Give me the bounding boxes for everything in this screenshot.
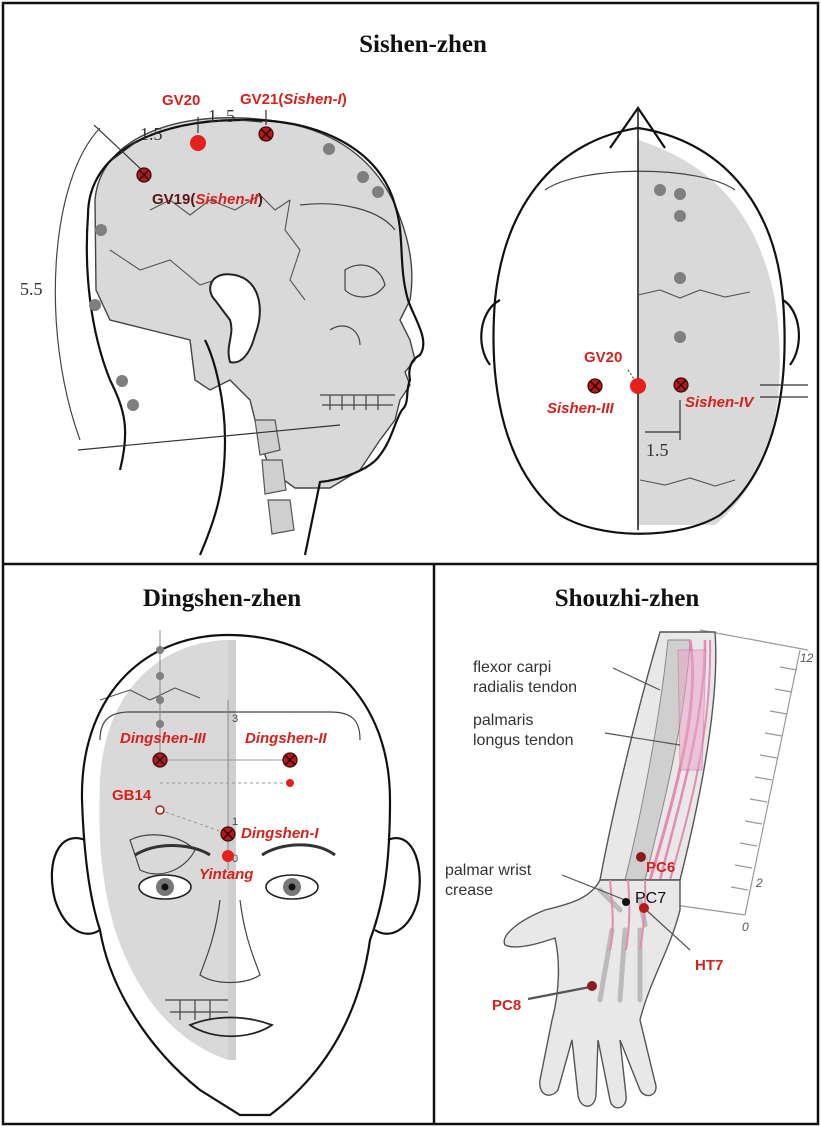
face-gray-dot: [156, 696, 164, 704]
dingshen-iii-point: [153, 753, 167, 767]
sishen-title: Sishen-zhen: [359, 31, 487, 58]
face-right-pupil: [289, 884, 296, 891]
ruler-12: 12: [800, 651, 814, 665]
gv21-point: [259, 127, 273, 141]
annot-pl-line1: palmaris: [473, 712, 533, 729]
label-dingshen-iii: Dingshen-III: [120, 730, 207, 747]
measure-5-5: 5.5: [20, 279, 43, 299]
face-right-ear: [375, 838, 420, 934]
measure-1-5-left: 1.5: [140, 124, 163, 144]
face-left-ear: [52, 838, 100, 934]
label-gb14: GB14: [112, 787, 152, 804]
label-gv20-side: GV20: [162, 92, 200, 109]
dingshen-i-point: [221, 827, 235, 841]
panel-dingshen: Dingshen-zhen 3 1 0: [52, 585, 420, 1115]
pc6-point: [636, 852, 646, 862]
top-gray-dot: [674, 331, 686, 343]
face-gray-dot: [156, 646, 164, 654]
annot-pwc-line1: palmar wrist: [445, 862, 532, 879]
annot-fcr-line2: radialis tendon: [473, 679, 577, 696]
top-gray-dot: [674, 272, 686, 284]
label-sishen-iv: Sishen-IV: [685, 394, 755, 411]
gv20-point-top: [630, 378, 646, 394]
side-gray-dot: [127, 399, 139, 411]
measure-1-5-top: 1.5: [646, 440, 669, 460]
gv19-point: [137, 168, 151, 182]
pc7-point: [622, 898, 630, 906]
side-gray-dot: [323, 143, 335, 155]
annot-fcr-line1: flexor carpi: [473, 659, 551, 676]
dingshen-ii-small-point: [286, 779, 294, 787]
face-right-brow: [262, 845, 335, 855]
scale-1: 1: [232, 816, 238, 828]
label-gv20-top: GV20: [584, 349, 622, 366]
side-gray-dot: [89, 299, 101, 311]
label-pc8: PC8: [492, 997, 521, 1014]
top-head-left-ear: [481, 300, 500, 365]
annot-pwc-line2: crease: [445, 882, 493, 899]
tendon-muscle: [678, 650, 706, 770]
ruler-2: 2: [755, 876, 763, 890]
annot-pl-line2: longus tendon: [473, 732, 574, 749]
face-gray-dot: [156, 720, 164, 728]
pc8-point: [587, 981, 597, 991]
top-gray-dot: [674, 188, 686, 200]
label-dingshen-ii: Dingshen-II: [245, 730, 327, 747]
measure-1-5-right: 1. 5: [208, 106, 235, 126]
label-pc7: PC7: [635, 890, 666, 907]
scale-3: 3: [232, 713, 238, 725]
side-arc-5-5: [55, 128, 100, 440]
label-yintang: Yintang: [199, 866, 253, 883]
top-gray-dot: [654, 184, 666, 196]
ruler-0: 0: [742, 920, 749, 934]
top-head-illustration: [481, 108, 799, 534]
sishen-iv-point: [674, 378, 688, 392]
label-gv21: GV21(Sishen-I): [240, 91, 347, 108]
shouzhi-title: Shouzhi-zhen: [555, 585, 700, 612]
face-left-pupil: [162, 884, 169, 891]
yintang-point: [222, 850, 234, 862]
top-gray-dot: [674, 210, 686, 222]
side-gray-dot: [95, 224, 107, 236]
hand: [504, 880, 680, 1108]
label-sishen-iii: Sishen-III: [547, 400, 615, 417]
gb14-point: [156, 806, 164, 814]
side-gray-dot: [372, 186, 384, 198]
label-gv19: GV19(Sishen-II): [152, 191, 263, 208]
face-skull-half: [99, 640, 228, 1060]
face-midline-strip: [228, 640, 236, 1060]
dingshen-ii-point: [283, 753, 297, 767]
label-dingshen-i: Dingshen-I: [241, 825, 319, 842]
dingshen-title: Dingshen-zhen: [143, 585, 301, 612]
gv20-point-side: [190, 135, 206, 151]
panel-shouzhi: Shouzhi-zhen 12 2 0: [445, 585, 814, 1108]
face-gray-dot: [156, 672, 164, 680]
side-gray-dot: [116, 375, 128, 387]
label-pc6: PC6: [646, 859, 675, 876]
sishen-iii-point: [588, 379, 602, 393]
label-ht7: HT7: [695, 957, 723, 974]
side-gray-dot: [357, 171, 369, 183]
panel-sishen: Sishen-zhen: [20, 31, 808, 555]
